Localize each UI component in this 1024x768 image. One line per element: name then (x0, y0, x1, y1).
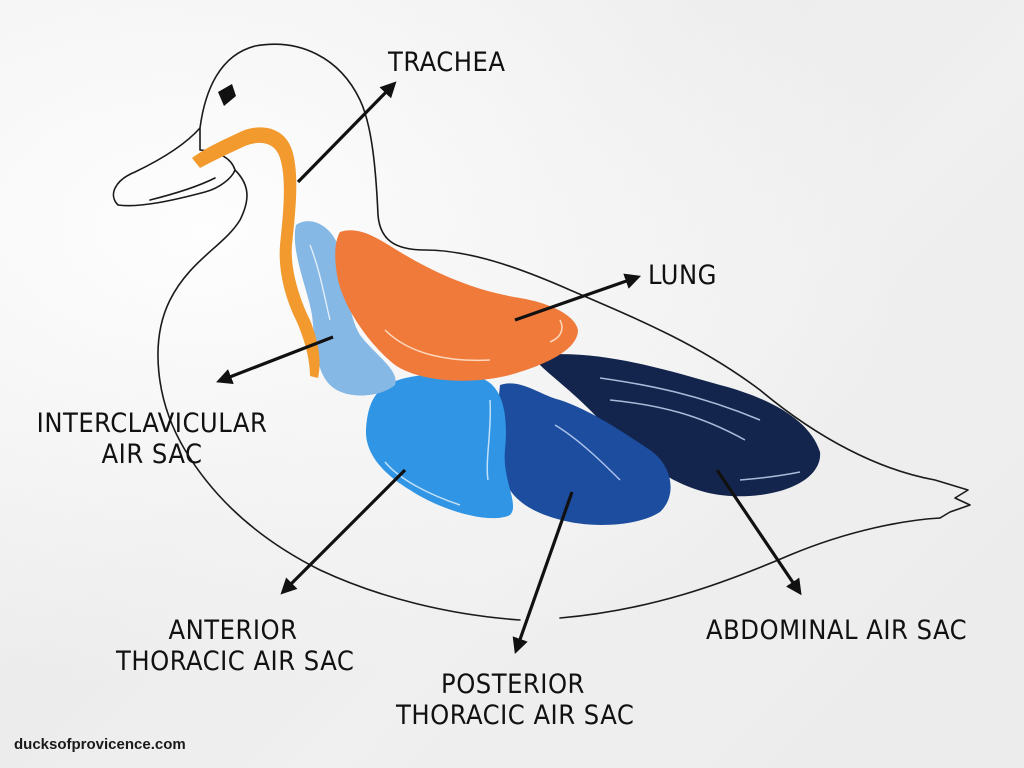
label-lung: LUNG (648, 260, 717, 291)
label-line-1: ANTERIOR (168, 615, 298, 646)
label-trachea-text: TRACHEA (388, 47, 506, 78)
label-line-1: POSTERIOR (441, 669, 585, 700)
label-trachea: TRACHEA (388, 47, 505, 78)
arrow-posterior-thoracic (512, 491, 574, 655)
arrow-lung (514, 273, 642, 322)
label-interclavicular-air-sac: INTERCLAVICULAR AIR SAC (36, 408, 268, 470)
label-lung-text: LUNG (648, 260, 717, 291)
label-posterior-thoracic-air-sac: POSTERIOR THORACIC AIR SAC (396, 669, 635, 731)
label-line-2: AIR SAC (101, 439, 203, 470)
label-line-2: THORACIC AIR SAC (396, 700, 635, 731)
label-line-1: INTERCLAVICULAR (36, 408, 268, 439)
organ-posterior-thoracic-air-sac (497, 383, 671, 525)
organ-interclavicular-air-sac (294, 221, 396, 396)
arrow-trachea (296, 81, 397, 184)
watermark: ducksofprovicence.com (14, 736, 186, 753)
label-abdominal-text: ABDOMINAL AIR SAC (706, 615, 968, 646)
duck-outline (112, 43, 971, 621)
eye-icon (218, 84, 236, 106)
arrow-anterior-thoracic (280, 468, 407, 595)
organ-trachea (192, 127, 320, 378)
organ-lung (335, 230, 578, 381)
label-abdominal-air-sac: ABDOMINAL AIR SAC (706, 615, 967, 646)
arrow-abdominal (715, 469, 802, 596)
pointer-arrows (216, 81, 802, 655)
arrow-interclavicular (216, 335, 334, 384)
organ-anterior-thoracic-air-sac (365, 374, 514, 519)
label-anterior-thoracic-air-sac: ANTERIOR THORACIC AIR SAC (116, 615, 355, 677)
organ-abdominal-air-sac (540, 354, 821, 497)
label-line-2: THORACIC AIR SAC (116, 646, 355, 677)
